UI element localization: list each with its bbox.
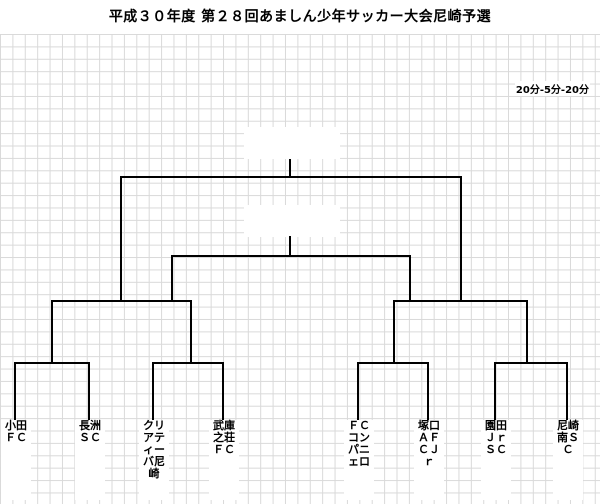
- page-title: 平成３０年度 第２８回あましん少年サッカー大会尼崎予選: [108, 9, 492, 25]
- team-slot-3: クリ アテ ィー バ尼 崎: [139, 420, 169, 500]
- team-slot-6: 塚口 ＡＦ ＣＪ ｒ: [414, 420, 444, 500]
- team-slot-8: 尼崎 南Ｓ Ｃ: [553, 420, 583, 500]
- team-slot-2: 長洲 ＳＣ: [75, 420, 105, 500]
- bracket-match-3: [357, 362, 429, 421]
- match-format-note: 20分-5分-20分: [514, 81, 590, 96]
- team-slot-5: ＦＣ コン パニ ェロ: [344, 420, 374, 500]
- final-winner-box: [244, 127, 340, 159]
- bracket-semifinal-line: [171, 236, 411, 302]
- bracket-right-group-line: [393, 300, 528, 364]
- bracket-final-line: [120, 159, 462, 302]
- team-slot-1: 小田 ＦＣ: [1, 420, 31, 500]
- bracket-match-2: [152, 362, 224, 421]
- title-area: [0, 0, 600, 34]
- bracket-left-group-line: [51, 300, 192, 364]
- semifinal-label-box: [244, 205, 340, 237]
- team-slot-7: 園田 Ｊｒ ＳＣ: [481, 420, 511, 500]
- bracket-match-1: [14, 362, 90, 421]
- team-slot-4: 武庫 之荘 ＦＣ: [209, 420, 239, 500]
- bracket-match-4: [494, 362, 568, 421]
